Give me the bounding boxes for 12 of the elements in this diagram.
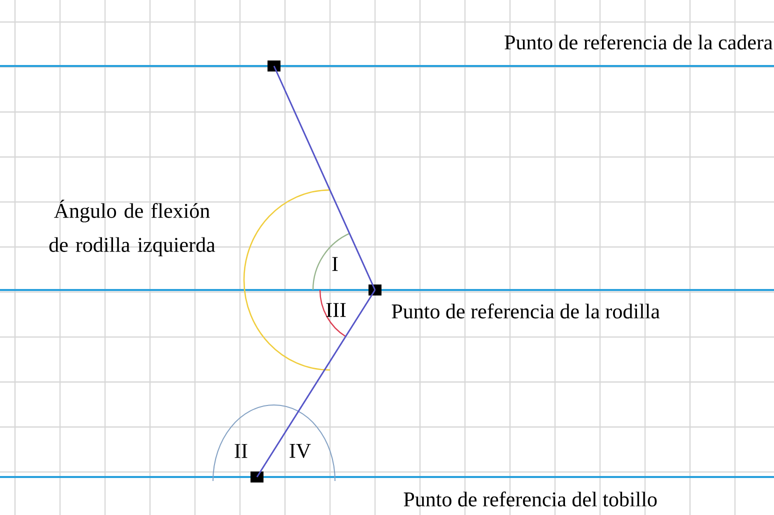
marker-square <box>250 472 264 482</box>
angle-label: III <box>326 303 346 317</box>
caption-text: Punto de referencia de la rodilla <box>392 304 660 318</box>
leg-segment <box>256 290 376 478</box>
angle-label: IV <box>290 444 311 458</box>
leg-segment <box>273 66 376 290</box>
caption-text: Punto de referencia de la cadera <box>504 34 773 50</box>
caption-text: Punto de referencia del tobillo <box>404 492 657 506</box>
angle-label: II <box>234 444 248 458</box>
caption-text: Ángulo de flexión de rodilla izquierda <box>49 200 216 256</box>
angle-label: I <box>332 257 338 271</box>
marker-square <box>268 60 280 72</box>
